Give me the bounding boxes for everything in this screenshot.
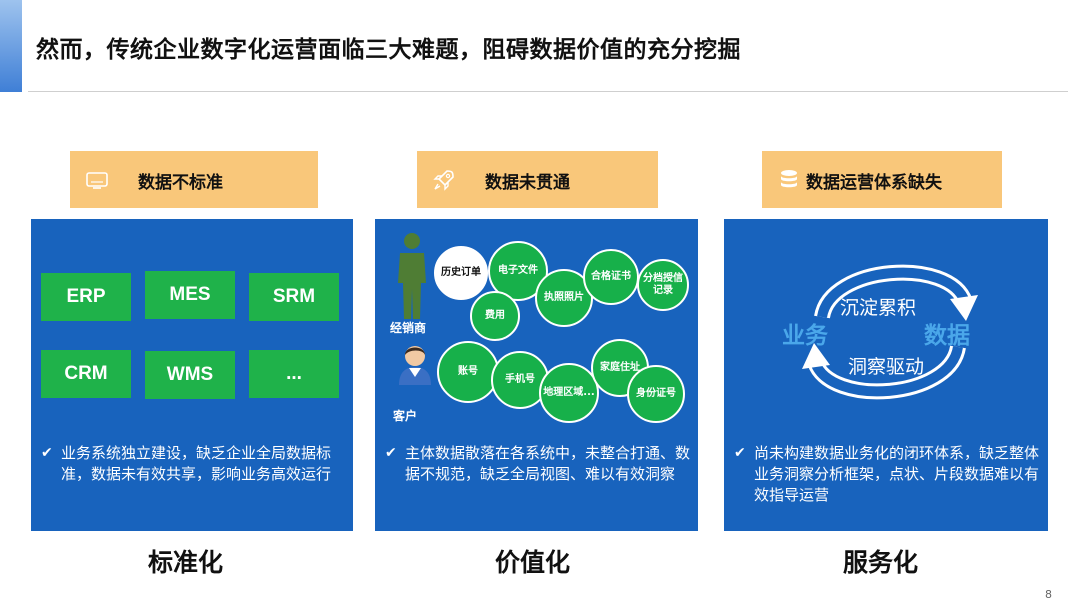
column-3-caption: 服务化 <box>843 548 919 577</box>
column-3-description-text: 尚未构建数据业务化的闭环体系，缺乏整体业务洞察分析框架，点状、片段数据难以有效指… <box>754 444 1040 504</box>
column-1-description-text: 业务系统独立建设，缺乏企业全局数据标准，数据未有效共享，影响业务高效运行 <box>61 444 332 483</box>
dealer-label: 经销商 <box>390 321 427 335</box>
check-icon: ✔ <box>734 445 746 461</box>
column-3-header: 数据运营体系缺失 <box>762 151 1002 208</box>
column-3-description: ✔ 尚未构建数据业务化的闭环体系，缺乏整体业务洞察分析框架，点状、片段数据难以有… <box>734 443 1040 507</box>
bubble-certificates: 合格证书 <box>583 249 639 305</box>
column-2-caption: 价值化 <box>495 548 571 577</box>
cycle-top-accumulate: 沉淀累积 <box>840 297 917 319</box>
column-2-header: 数据未贯通 <box>417 151 658 208</box>
column-1-header: 数据不标准 <box>70 151 318 208</box>
cycle-bottom-insight: 洞察驱动 <box>848 356 925 378</box>
bubble-id-number: 身份证号 <box>627 365 685 423</box>
rocket-icon <box>431 167 457 193</box>
system-box-srm: SRM <box>249 273 339 321</box>
bubble-region: 地理区域... <box>539 363 599 423</box>
column-1-description: ✔ 业务系统独立建设，缺乏企业全局数据标准，数据未有效共享，影响业务高效运行 <box>41 443 341 507</box>
system-box-crm: CRM <box>41 350 131 398</box>
column-2-header-label: 数据未贯通 <box>485 173 570 193</box>
check-icon: ✔ <box>385 445 397 461</box>
column-2-description: ✔ 主体数据散落在各系统中，未整合打通、数据不规范，缺乏全局视图、难以有效洞察 <box>385 443 690 507</box>
cycle-right-data: 数据 <box>924 323 970 349</box>
column-3-panel: 业务 数据 沉淀累积 洞察驱动 ✔ 尚未构建数据业务化的闭环体系，缺乏整体业务洞… <box>724 219 1048 531</box>
page-title: 然而，传统企业数字化运营面临三大难题，阻碍数据价值的充分挖掘 <box>36 37 741 63</box>
bubble-license-photos: 执照照片 <box>535 269 593 327</box>
cycle-left-business: 业务 <box>782 323 828 349</box>
dealer-figure-icon <box>398 233 426 319</box>
column-1-header-label: 数据不标准 <box>138 173 223 193</box>
title-divider <box>28 91 1068 92</box>
check-icon: ✔ <box>41 445 53 461</box>
bubble-account: 账号 <box>437 341 499 403</box>
system-box-wms: WMS <box>145 351 235 399</box>
monitor-icon <box>84 167 110 193</box>
column-1-caption: 标准化 <box>148 548 224 577</box>
column-2-panel: 经销商 客户 历史订单 电子文件 费用 执照照片 合格证书 分档授信记录 账号 … <box>375 219 698 531</box>
column-1-panel: ERP MES SRM CRM WMS ... ✔ 业务系统独立建设，缺乏企业全… <box>31 219 353 531</box>
system-box-mes: MES <box>145 271 235 319</box>
title-accent-bar <box>0 0 22 92</box>
page-number: 8 <box>1045 588 1052 601</box>
system-box-erp: ERP <box>41 273 131 321</box>
column-2-description-text: 主体数据散落在各系统中，未整合打通、数据不规范，缺乏全局视图、难以有效洞察 <box>405 444 691 483</box>
customer-label: 客户 <box>393 409 418 423</box>
customer-avatar-icon <box>399 346 431 385</box>
bubble-history-orders: 历史订单 <box>432 244 490 302</box>
system-box-more: ... <box>249 350 339 398</box>
cycle-arrows-icon <box>802 264 978 400</box>
bubble-tiered-credit-records: 分档授信记录 <box>637 259 689 311</box>
database-icon <box>776 167 802 193</box>
column-3-header-label: 数据运营体系缺失 <box>806 173 942 193</box>
bubble-expenses: 费用 <box>470 291 520 341</box>
